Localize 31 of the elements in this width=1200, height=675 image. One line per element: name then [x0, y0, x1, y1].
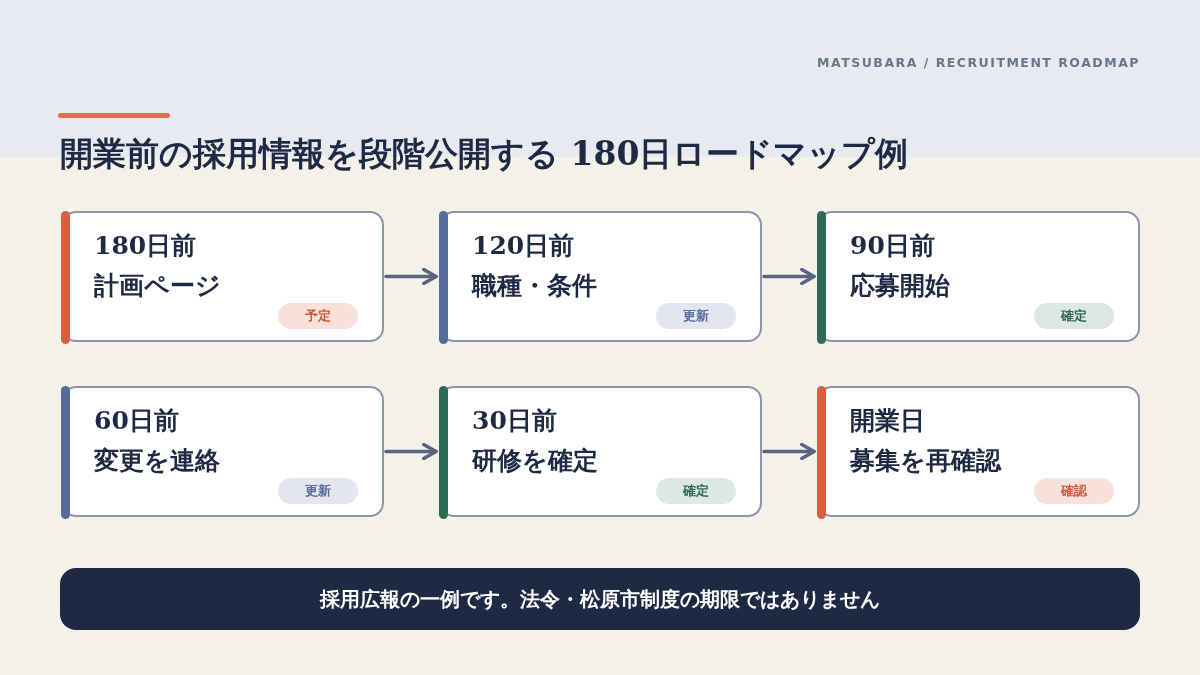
milestone-title: 変更を連絡: [94, 445, 220, 477]
status-badge: 予定: [278, 303, 358, 329]
arrow: [384, 442, 438, 461]
milestone-title: 募集を再確認: [850, 445, 1001, 477]
milestone-title: 職種・条件: [472, 270, 597, 302]
arrow: [762, 267, 816, 286]
milestone-card: [818, 386, 1140, 517]
milestone-card: [62, 211, 384, 342]
time-label: 60日前: [94, 405, 179, 437]
milestone-card: [440, 386, 762, 517]
time-label: 180日前: [94, 230, 197, 262]
status-badge: 確定: [1034, 303, 1114, 329]
title: 開業前の採用情報を段階公開する 180日ロードマップ例: [60, 133, 909, 175]
milestone-card: [62, 386, 384, 517]
time-label: 120日前: [472, 230, 575, 262]
status-badge: 更新: [278, 478, 358, 504]
time-label: 30日前: [472, 405, 557, 437]
arrow: [762, 442, 816, 461]
milestone-card: [440, 211, 762, 342]
milestone-title: 計画ページ: [94, 270, 221, 302]
arrow: [384, 267, 438, 286]
milestone-title: 応募開始: [850, 270, 950, 302]
header-label: MATSUBARA / RECRUITMENT ROADMAP: [817, 55, 1140, 70]
status-badge: 確定: [656, 478, 736, 504]
milestone-title: 研修を確定: [472, 445, 598, 477]
status-badge: 更新: [656, 303, 736, 329]
time-label: 開業日: [850, 405, 925, 437]
note-banner: 採用広報の一例です。法令・松原市制度の期限ではありません: [60, 568, 1140, 630]
milestone-card: [818, 211, 1140, 342]
time-label: 90日前: [850, 230, 935, 262]
status-badge: 確認: [1034, 478, 1114, 504]
